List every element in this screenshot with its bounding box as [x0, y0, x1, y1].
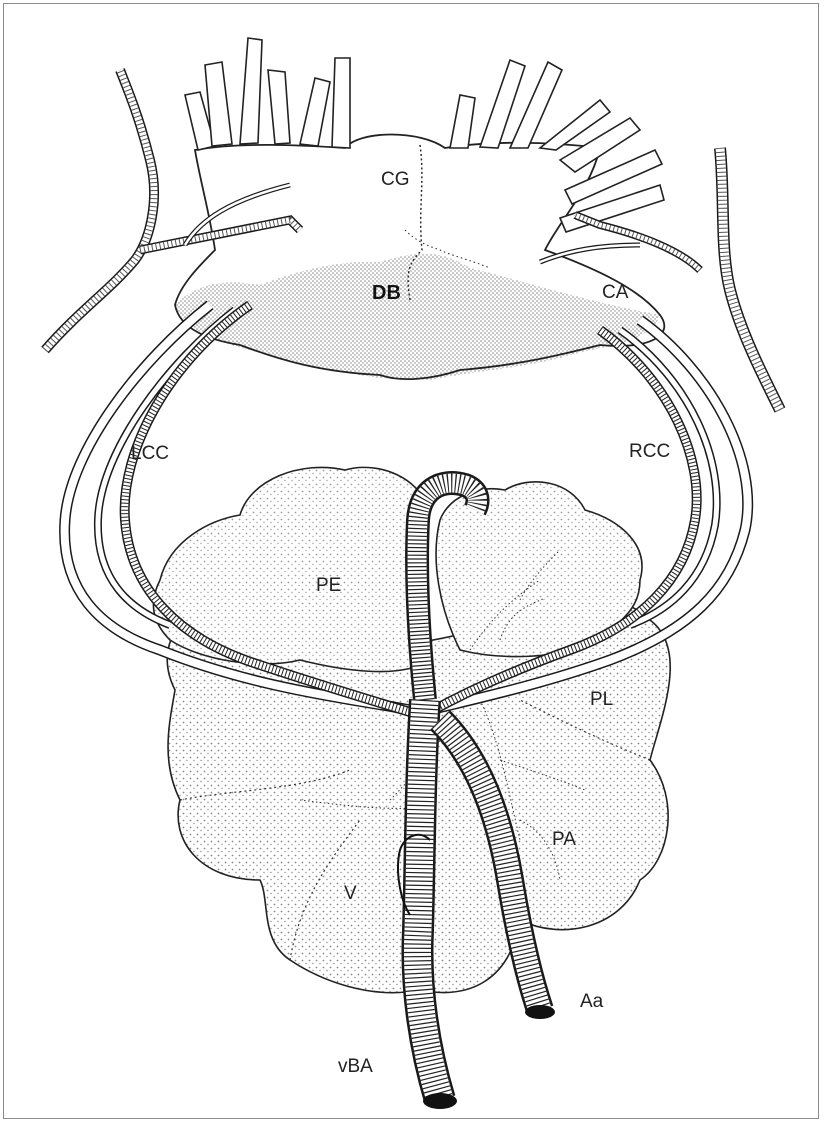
label-pa: PA	[552, 830, 576, 849]
aa-cut-end	[525, 1005, 555, 1019]
label-v: V	[344, 884, 357, 903]
label-cg: CG	[381, 170, 410, 189]
label-pe: PE	[316, 576, 341, 595]
label-ca: CA	[602, 283, 628, 302]
vba-cut-end	[423, 1093, 457, 1109]
label-pl: PL	[590, 690, 613, 709]
label-lcc: LCC	[131, 444, 169, 463]
label-rcc: RCC	[629, 442, 670, 461]
label-vba: vBA	[338, 1057, 373, 1076]
label-aa: Aa	[580, 992, 603, 1011]
label-db: DB	[372, 283, 401, 303]
